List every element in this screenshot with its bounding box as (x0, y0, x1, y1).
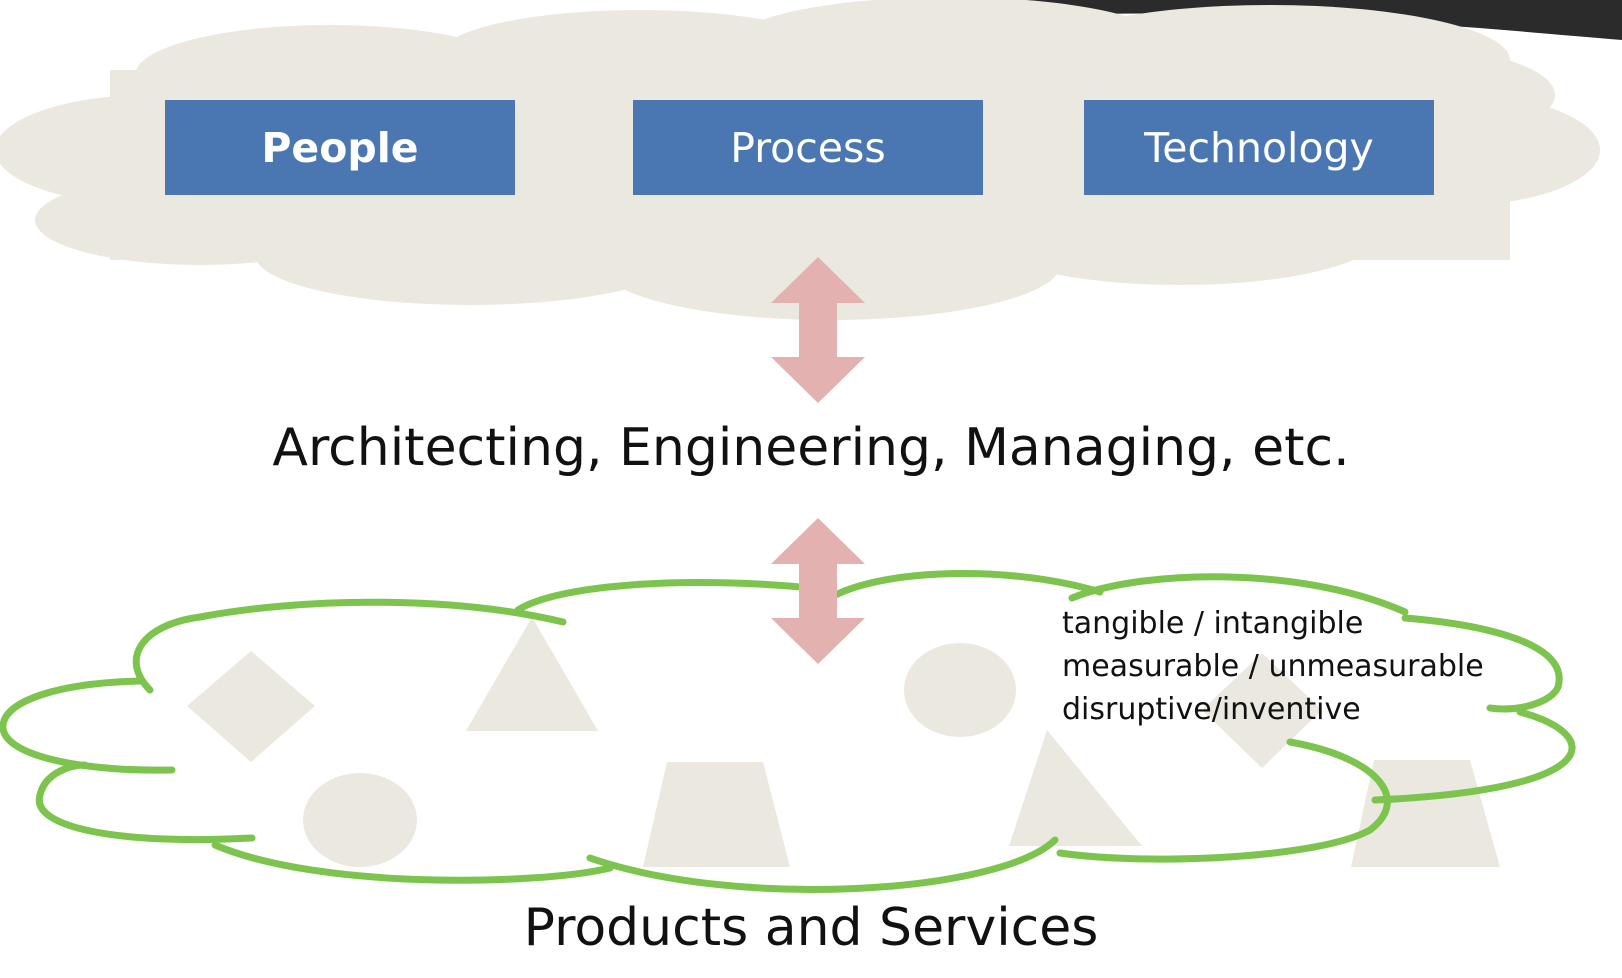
triangle-shape (1009, 730, 1142, 846)
double-arrow-upper (771, 257, 865, 403)
people-label: People (261, 123, 419, 172)
middle-caption: Architecting, Engineering, Managing, etc… (272, 418, 1350, 478)
technology-box (1084, 100, 1434, 195)
double-arrow-lower (771, 518, 865, 664)
circle-shape (303, 773, 417, 867)
diamond-shape (1202, 653, 1322, 768)
attribute-line: tangible / intangible (1062, 606, 1364, 641)
bottom-cloud (0, 570, 1576, 893)
people-box (165, 100, 515, 195)
diamond-shape (187, 651, 315, 762)
attribute-line: disruptive/inventive (1062, 692, 1361, 727)
bottom-shapes (187, 617, 1500, 867)
circle-shape (904, 643, 1016, 737)
bottom-caption: Products and Services (523, 898, 1099, 958)
attribute-line: measurable / unmeasurable (1062, 649, 1484, 684)
corner-decoration (1010, 0, 1622, 40)
trapezoid-shape (643, 762, 790, 867)
triangle-shape (466, 617, 598, 731)
technology-label: Technology (1144, 123, 1374, 172)
product-attributes: tangible / intangible measurable / unmea… (1062, 602, 1484, 731)
trapezoid-shape (1351, 760, 1500, 867)
process-box (633, 100, 983, 195)
process-label: Process (730, 123, 886, 172)
